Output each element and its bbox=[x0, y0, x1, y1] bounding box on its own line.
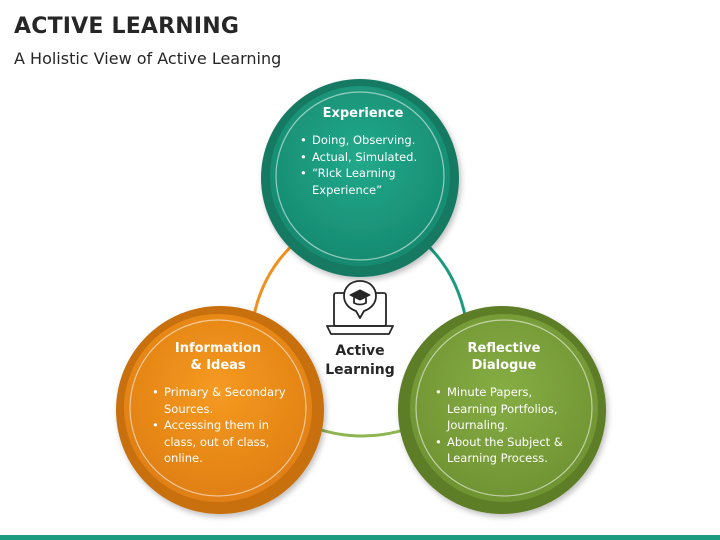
reflective-dialogue-bullets: Minute Papers, Learning Portfolios, Jour… bbox=[433, 384, 575, 467]
reflective-dialogue-title-line1: Reflective bbox=[467, 341, 541, 356]
reflective-dialogue-content: Reflective Dialogue Minute Papers, Learn… bbox=[433, 340, 575, 467]
connector-green bbox=[314, 426, 411, 438]
list-item: Actual, Simulated. bbox=[298, 149, 428, 166]
information-ideas-title-line2: & Ideas bbox=[190, 358, 246, 373]
center-label-line2: Learning bbox=[325, 362, 395, 378]
center-label: Active Learning bbox=[316, 342, 404, 380]
list-item: Accessing them in class, out of class, o… bbox=[150, 417, 286, 467]
experience-title: Experience bbox=[322, 106, 404, 121]
center-label-line1: Active bbox=[335, 343, 385, 359]
reflective-dialogue-title-line2: Dialogue bbox=[471, 358, 537, 373]
list-item: About the Subject & Learning Process. bbox=[433, 434, 575, 467]
laptop-graduation-cap-icon bbox=[326, 280, 394, 335]
information-ideas-content: Information & Ideas Primary & Secondary … bbox=[150, 340, 286, 467]
connector-orange bbox=[251, 240, 297, 321]
page-title: ACTIVE LEARNING bbox=[14, 14, 240, 39]
list-item: Primary & Secondary Sources. bbox=[150, 384, 286, 417]
connector-teal bbox=[422, 240, 468, 321]
experience-content: Experience Doing, Observing. Actual, Sim… bbox=[298, 105, 428, 198]
list-item: “RIck Learning Experience” bbox=[298, 165, 428, 198]
list-item: Doing, Observing. bbox=[298, 132, 428, 149]
list-item: Minute Papers, Learning Portfolios, Jour… bbox=[433, 384, 575, 434]
experience-bullets: Doing, Observing. Actual, Simulated. “RI… bbox=[298, 132, 428, 198]
footer-bar bbox=[0, 535, 720, 540]
information-ideas-title-line1: Information bbox=[174, 341, 262, 356]
information-ideas-bullets: Primary & Secondary Sources. Accessing t… bbox=[150, 384, 286, 467]
page-subtitle: A Holistic View of Active Learning bbox=[14, 49, 282, 68]
